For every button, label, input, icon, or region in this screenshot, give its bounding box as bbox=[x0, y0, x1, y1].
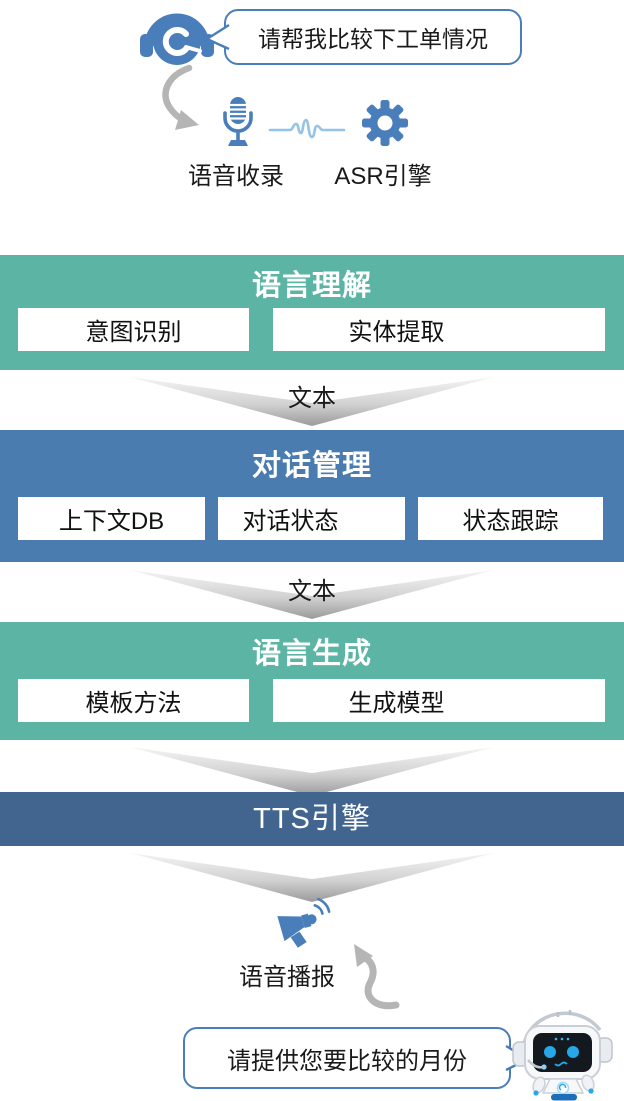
voice-broadcast-label: 语音播报 bbox=[239, 964, 335, 991]
curved-arrow-down-icon bbox=[155, 64, 210, 141]
chevron-down-icon bbox=[130, 570, 494, 619]
connector-label: 文本 bbox=[288, 385, 336, 412]
generation-model-label: 生成模型 bbox=[348, 690, 445, 717]
connector-text-2: 文本 bbox=[130, 570, 494, 619]
state-tracking-box: 状态跟踪 bbox=[418, 497, 603, 540]
context-db-label: 上下文DB bbox=[58, 508, 165, 535]
block-title: 对话管理 bbox=[251, 450, 372, 482]
chevron-down-icon bbox=[130, 747, 494, 796]
gear-icon bbox=[360, 97, 410, 154]
dialog-state-box: 对话状态 bbox=[218, 497, 405, 540]
chevron-down-icon bbox=[130, 853, 494, 902]
bubble-tail-left bbox=[205, 23, 230, 51]
intent-recognition-box: 意图识别 bbox=[18, 308, 249, 351]
asr-engine-label: ASR引擎 bbox=[334, 163, 432, 190]
connector-plain-2 bbox=[130, 853, 494, 902]
connector-label: 文本 bbox=[288, 578, 336, 605]
voice-capture-label: 语音收录 bbox=[188, 163, 284, 190]
bot-speech-bubble: 请提供您要比较的月份 bbox=[183, 1027, 530, 1089]
waveform-icon bbox=[268, 112, 346, 149]
microphone-icon bbox=[218, 96, 258, 153]
intent-recognition-label: 意图识别 bbox=[85, 319, 182, 346]
headset-icon bbox=[136, 4, 218, 73]
block-title: 语言理解 bbox=[251, 270, 372, 302]
user-utterance-text: 请帮我比较下工单情况 bbox=[258, 26, 488, 52]
block-tts-engine: TTS引擎 bbox=[0, 792, 624, 846]
block-language-generation: 语言生成 模板方法 生成模型 bbox=[0, 622, 624, 740]
generation-model-box: 生成模型 bbox=[273, 679, 605, 722]
robot-icon bbox=[508, 1002, 622, 1101]
bot-utterance-text: 请提供您要比较的月份 bbox=[227, 1047, 467, 1075]
block-dialog-management: 对话管理 上下文DB 对话状态 状态跟踪 bbox=[0, 430, 624, 562]
connector-plain-1 bbox=[130, 747, 494, 796]
dialog-state-label: 对话状态 bbox=[242, 508, 339, 535]
megaphone-icon bbox=[276, 896, 336, 953]
entity-extraction-box: 实体提取 bbox=[273, 308, 605, 351]
block-language-understanding: 语言理解 意图识别 实体提取 bbox=[0, 255, 624, 370]
context-db-box: 上下文DB bbox=[18, 497, 205, 540]
block-title: 语言生成 bbox=[251, 638, 372, 670]
block-title: TTS引擎 bbox=[253, 803, 371, 835]
template-method-label: 模板方法 bbox=[85, 690, 182, 717]
curved-arrow-up-icon bbox=[330, 943, 404, 1016]
state-tracking-label: 状态跟踪 bbox=[462, 508, 559, 535]
entity-extraction-label: 实体提取 bbox=[348, 319, 445, 346]
chevron-down-icon bbox=[130, 377, 494, 426]
connector-text-1: 文本 bbox=[130, 377, 494, 426]
template-method-box: 模板方法 bbox=[18, 679, 249, 722]
user-speech-bubble: 请帮我比较下工单情况 bbox=[205, 9, 522, 65]
